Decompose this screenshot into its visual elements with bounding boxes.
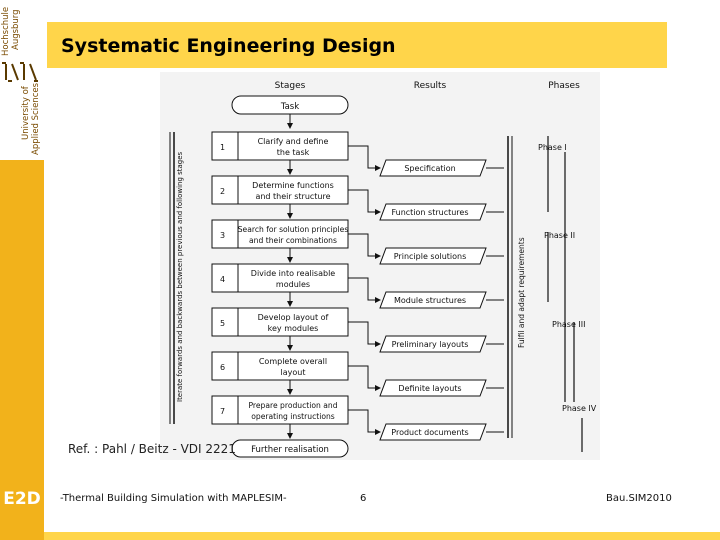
stage-label-line1: Complete overall: [259, 357, 327, 366]
result-label: Product documents: [391, 428, 468, 437]
stage-label-line2: operating instructions: [251, 412, 335, 421]
result-function-structures: Function structures: [379, 203, 487, 221]
stage-label-line1: Determine functions: [252, 181, 334, 190]
requirements-label: Fulfil and adapt requirements: [517, 237, 526, 348]
diagram-canvas: Stages Results Phases Iterate forwards a…: [169, 81, 597, 458]
result-specification: Specification: [379, 159, 487, 177]
stage-label-line1: Divide into realisable: [251, 269, 336, 278]
stage-label-line1: Prepare production and: [248, 401, 337, 410]
stage-number: 2: [220, 187, 225, 196]
footer-bar: [44, 532, 720, 540]
stage-2: 2 Determine functions and their structur…: [211, 175, 349, 205]
column-header-results: Results: [414, 81, 447, 91]
sidebar: Hochschule Augsburg University of Applie…: [0, 0, 44, 540]
stage-4: 4 Divide into realisable modules: [211, 263, 349, 293]
task-label: Task: [280, 102, 299, 112]
stage-6: 6 Complete overall layout: [211, 351, 349, 381]
stage-number: 5: [220, 319, 225, 328]
result-label: Definite layouts: [398, 384, 461, 393]
org-name-line4: Applied Sciences: [31, 82, 41, 155]
stage-label-line2: and their combinations: [249, 236, 337, 245]
stage-label-line2: modules: [276, 280, 310, 289]
further-realisation-box: [231, 439, 349, 458]
stage-1: 1 Clarify and define the task: [211, 131, 349, 161]
stage-label-line2: key modules: [268, 324, 319, 333]
stage-number: 6: [220, 363, 225, 372]
stage-number: 4: [220, 275, 225, 284]
process-diagram: Stages Results Phases Iterate forwards a…: [160, 72, 600, 460]
result-label: Principle solutions: [394, 252, 467, 261]
stage-number: 1: [220, 143, 225, 152]
page-title: Systematic Engineering Design: [61, 35, 396, 57]
e2d-logo: E2D: [3, 489, 41, 509]
title-bar: Systematic Engineering Design: [47, 22, 667, 68]
result-definite-layouts: Definite layouts: [379, 379, 487, 397]
org-name-line3: University of: [21, 86, 31, 140]
phase-3-label: Phase III: [552, 320, 586, 329]
phase-2-label: Phase II: [544, 231, 575, 240]
footer-course: -Thermal Building Simulation with MAPLES…: [60, 493, 287, 504]
stage-number: 7: [220, 407, 225, 416]
reference-note: Ref. : Pahl / Beitz - VDI 2221: [68, 442, 236, 456]
column-header-stages: Stages: [275, 81, 306, 91]
phase-1-label: Phase I: [538, 143, 567, 152]
hsa-logo-icon: [2, 62, 38, 82]
stage-label-line2: the task: [277, 148, 310, 157]
stage-label-line1: Clarify and define: [258, 137, 329, 146]
stage-5: 5 Develop layout of key modules: [211, 307, 349, 337]
footer-page-number: 6: [360, 493, 367, 504]
stage-number: 3: [220, 231, 225, 240]
iteration-label: Iterate forwards and backwards between p…: [176, 151, 184, 402]
result-preliminary-layouts: Preliminary layouts: [379, 335, 487, 353]
stage-label-line1: Develop layout of: [258, 313, 329, 322]
further-realisation-label: Further realisation: [251, 445, 329, 455]
university-logo: Hochschule Augsburg University of Applie…: [0, 0, 44, 160]
stage-3: 3 Search for solution principles and the…: [211, 219, 349, 249]
column-header-phases: Phases: [548, 81, 580, 91]
stage-label-line2: layout: [281, 368, 306, 377]
stage-7: 7 Prepare production and operating instr…: [211, 395, 349, 425]
result-label: Specification: [404, 164, 455, 173]
result-label: Preliminary layouts: [392, 340, 469, 349]
stage-label-line1: Search for solution principles: [238, 225, 349, 234]
footer-event: Bau.SIM2010: [606, 493, 672, 504]
result-label: Function structures: [391, 208, 468, 217]
result-principle-solutions: Principle solutions: [379, 247, 487, 265]
stage-label-line2: and their structure: [255, 192, 330, 201]
result-product-documents: Product documents: [379, 423, 487, 441]
org-name-line2: Augsburg: [11, 9, 21, 50]
result-label: Module structures: [394, 296, 466, 305]
phase-4-label: Phase IV: [562, 404, 597, 413]
org-name-line1: Hochschule: [1, 6, 11, 56]
result-module-structures: Module structures: [379, 291, 487, 309]
